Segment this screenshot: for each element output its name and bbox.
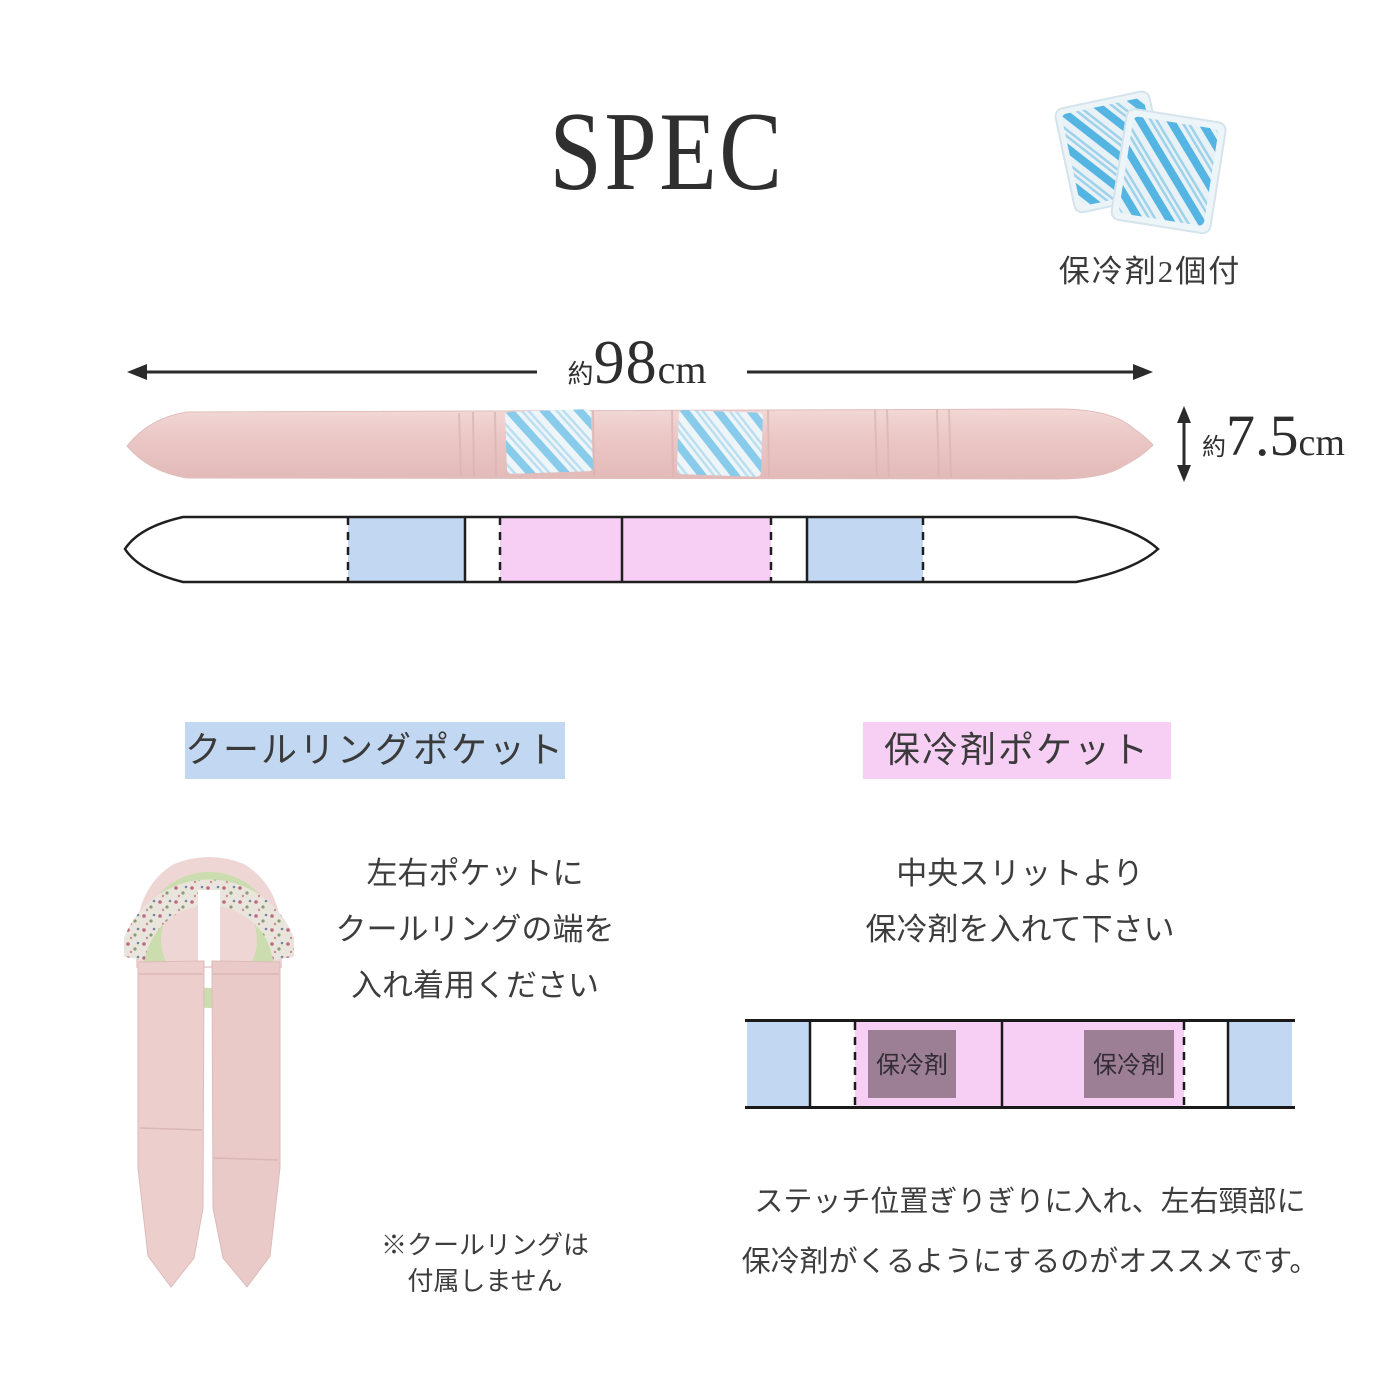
ice-pack-icon [1110,108,1227,235]
cool-ring-pocket-zone [747,1022,810,1106]
height-unit: cm [1298,422,1345,464]
footnote-line: ステッチ位置ぎりぎりに入れ、左右頸部に [754,1186,1306,1218]
ice-pack-pocket-zone [622,518,771,581]
pocket-stitch-lines [139,973,279,1161]
note-line: 付属しません [407,1267,563,1296]
note-line: ※クールリングは [380,1231,589,1260]
ice-pack-box-label: 保冷剤 [876,1052,948,1079]
cool-ring-pocket-zone [807,518,923,581]
cool-ring-note: ※クールリングは 付属しません [340,1228,630,1300]
cool-ring-description: 左右ポケットに クールリングの端を 入れ着用ください [308,846,642,1014]
ice-pack-box-label: 保冷剤 [1093,1052,1165,1079]
ice-pack-footnote: ステッチ位置ぎりぎりに入れ、左右頸部に 保冷剤がくるようにするのがオススメです。 [738,1172,1322,1292]
scarf-body [126,408,1154,480]
cool-ring-pocket-zone [1228,1022,1292,1106]
ice-packs-caption: 保冷剤2個付 [1058,254,1242,289]
footnote-line: 保冷剤がくるようにするのがオススメです。 [741,1246,1319,1278]
description-line: 中央スリットより [896,856,1144,891]
scarf-strip-right [211,960,281,1288]
ice-pack-placement-box [868,1030,956,1098]
pocket-zones [348,518,923,581]
ice-pack-description: 中央スリットより 保冷剤を入れて下さい [850,846,1190,958]
length-value: 98 [593,329,658,397]
length-arrow [127,364,1153,380]
description-line: 左右ポケットに [366,856,584,891]
ice-packs-figure [1054,90,1227,235]
ice-pack-placement-box [1084,1030,1174,1098]
ice-pack-pocket-label: 保冷剤ポケット [863,722,1171,779]
length-approx: 約 [567,360,594,389]
cool-ring-pocket-label: クールリングポケット [185,722,565,779]
length-label: 約98cm [528,328,746,399]
scarf-strip-left [137,960,205,1288]
description-line: 保冷剤を入れて下さい [865,912,1175,947]
page-title: SPEC [549,90,785,214]
description-line: 入れ着用ください [351,968,599,1003]
height-arrow [1177,406,1191,482]
capsule-outline [123,515,1160,584]
cool-ring-pocket-zone [348,518,465,581]
height-label: 約7.5cm [1202,402,1392,469]
center-slit [198,890,220,966]
height-value: 7.5 [1226,403,1299,468]
cool-ring-photo [124,857,294,1288]
stitch-lines [808,1022,1230,1106]
inserted-ice-pack-icon [676,410,763,477]
ice-pack-pocket-zone [500,518,622,581]
height-approx: 約 [1202,435,1226,461]
stitch-lines [346,517,925,582]
ice-pack-insertion-diagram: 保冷剤 保冷剤 [745,1019,1295,1109]
product-photo [126,408,1154,480]
pocket-schematic [123,515,1160,584]
seam-lines [458,409,952,479]
description-line: クールリングの端を [335,912,615,947]
inserted-ice-pack-icon [505,409,593,474]
diagram-borders [745,1019,1295,1109]
length-unit: cm [657,347,707,392]
